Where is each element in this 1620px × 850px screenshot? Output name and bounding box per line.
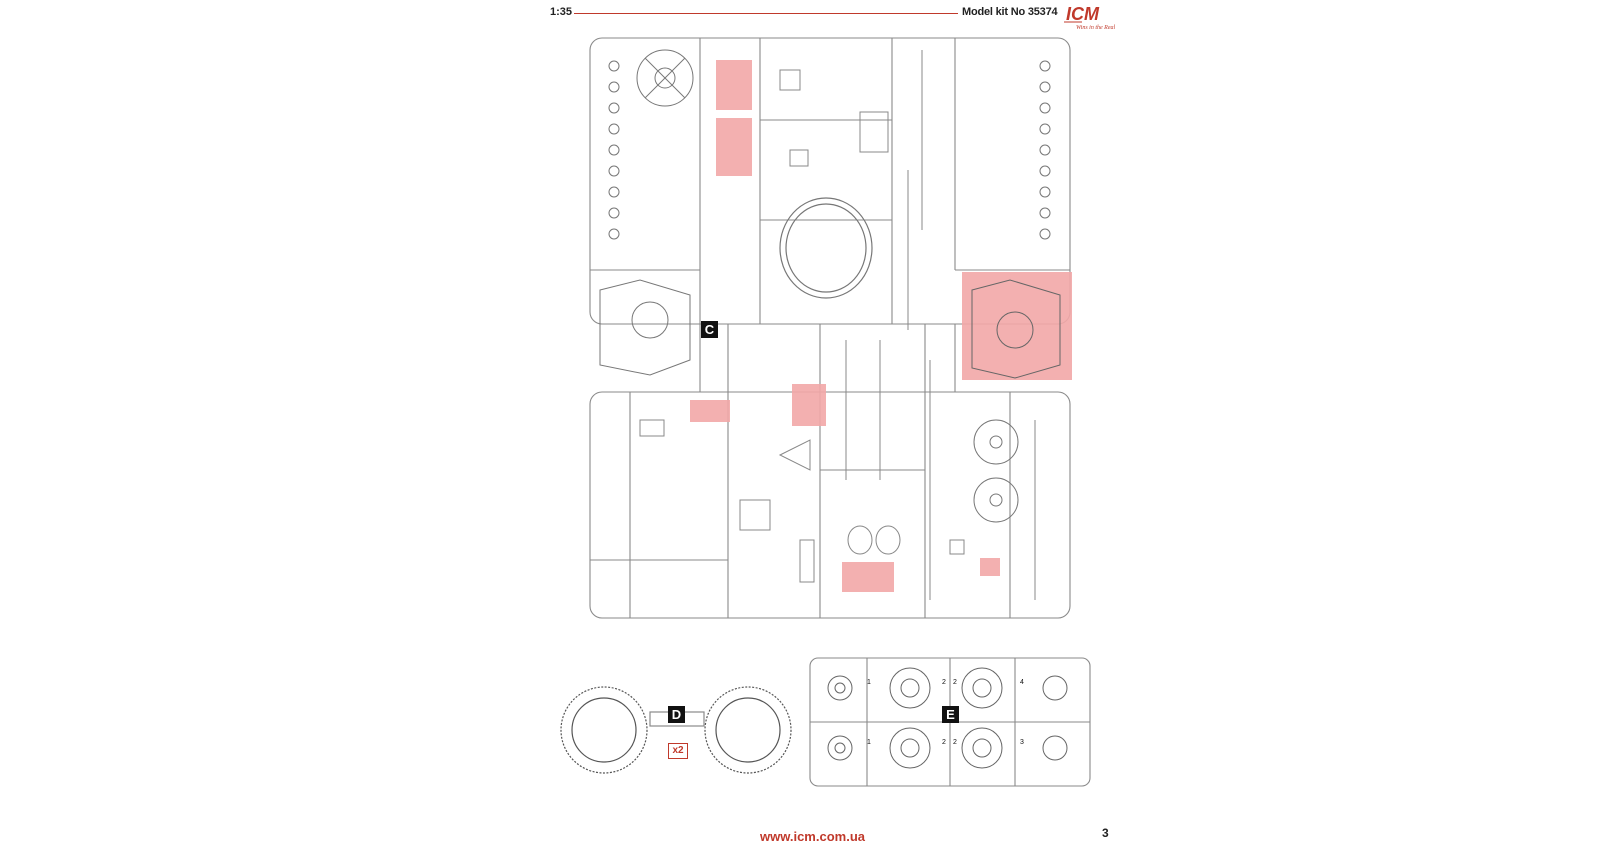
sprue-e-hubs	[827, 667, 1068, 769]
sprue-e-part-number: 2	[953, 679, 957, 686]
sprue-c-hull-plate-left	[599, 279, 691, 376]
sprue-d-label: D	[668, 706, 685, 723]
sprue-e-part-number: 3	[1020, 739, 1024, 746]
highlighted-turret-plate	[971, 279, 1061, 379]
sprue-e-part-number: 1	[867, 739, 871, 746]
model-kit-label: Model kit No 35374	[962, 6, 1058, 18]
website-link[interactable]: www.icm.com.ua	[760, 829, 865, 844]
sprue-e-label: E	[942, 706, 959, 723]
sprue-c-highlights	[690, 60, 1072, 592]
sprue-d-multiplier: x2	[668, 743, 688, 759]
sprue-c-road-wheels	[973, 419, 1019, 523]
svg-text:ICM: ICM	[1066, 4, 1100, 24]
sprue-e-part-number: 2	[953, 739, 957, 746]
icm-logo: ICM Wins in the Real	[1064, 4, 1115, 31]
sprue-d-tires	[560, 686, 792, 774]
sprue-c-small-wheels-left	[608, 60, 620, 240]
svg-text:Wins in the Real: Wins in the Real	[1076, 25, 1115, 31]
page-number: 3	[1102, 826, 1109, 840]
sprue-e-part-number-labels: 1 2 2 4 1 2 2 3	[867, 679, 1024, 746]
sprue-c-hatch-part	[636, 49, 694, 107]
sprue-c-frame	[589, 37, 1071, 619]
scale-label: 1:35	[550, 6, 573, 18]
sprue-e-part-number: 2	[942, 679, 946, 686]
header-rule	[574, 13, 958, 14]
sprue-e-part-number: 4	[1020, 679, 1024, 686]
sprue-c-small-wheels-right	[1039, 60, 1051, 240]
sprue-e-part-number: 2	[942, 739, 946, 746]
sprue-e-part-number: 1	[867, 679, 871, 686]
sprue-c-misc-parts	[639, 50, 1036, 600]
sprue-c-turret-ring	[779, 197, 873, 299]
sprue-c-label: C	[701, 321, 718, 338]
